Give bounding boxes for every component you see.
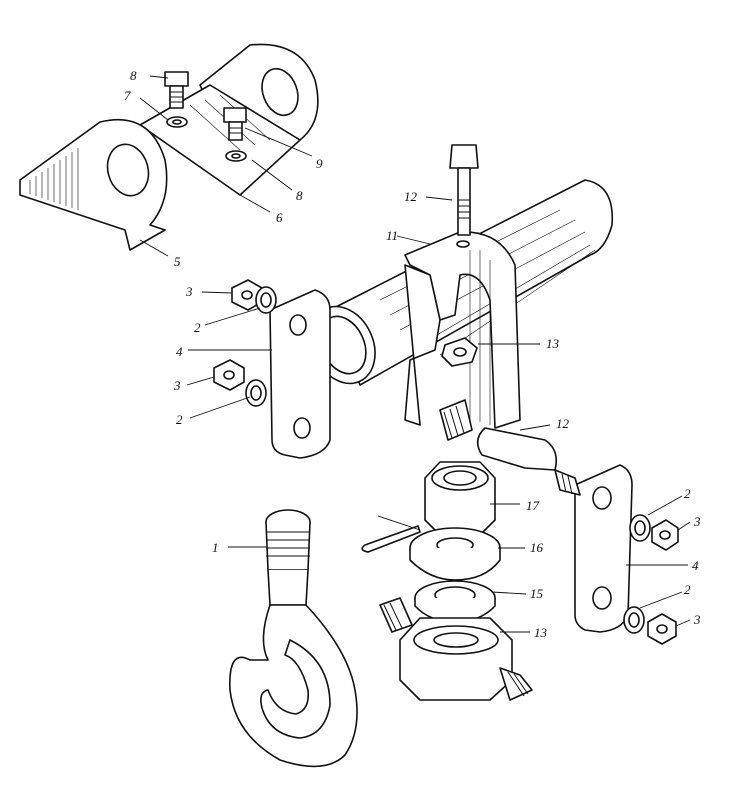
nut-washer-set-1	[231, 279, 277, 314]
side-plate-right	[574, 464, 633, 633]
callout-12: 12	[556, 416, 570, 431]
tube-clamp	[404, 231, 521, 429]
callout-3b: 3	[173, 378, 181, 393]
callout-6: 6	[276, 210, 283, 225]
callout-8a: 8	[130, 68, 137, 83]
bearing-ring	[414, 580, 496, 623]
tow-hook	[229, 509, 358, 768]
nut-washer-set-3	[629, 514, 679, 551]
nut-washer-set-4	[623, 606, 677, 645]
clamp-bolt	[449, 144, 479, 236]
callout-14: 15	[530, 586, 544, 601]
callout-1: 1	[212, 540, 219, 555]
bracket-bolt-left	[164, 71, 189, 128]
side-plate-left	[269, 289, 331, 459]
callout-2c: 2	[684, 486, 691, 501]
callout-9: 11	[386, 228, 398, 243]
callout-5: 5	[174, 254, 181, 269]
axle-pin	[476, 427, 581, 496]
callout-11: 13	[546, 336, 560, 351]
hook-nut	[424, 461, 496, 536]
callout-2a: 2	[194, 320, 201, 335]
callout-2b: 2	[176, 412, 183, 427]
callout-3d: 3	[693, 612, 701, 627]
clamp-nut	[441, 337, 478, 367]
callout-13: 13	[534, 625, 548, 640]
callout-8b: 9	[316, 156, 323, 171]
callout-2d: 2	[684, 582, 691, 597]
nut-washer-set-2	[213, 359, 267, 407]
callout-7a: 7	[124, 88, 131, 103]
callout-10: 12	[404, 189, 418, 204]
callout-4b: 4	[692, 558, 699, 573]
callout-labels: 8 7 9 8 6 5 12 11 13 3 2 4 3 2 12 17 16 …	[124, 68, 701, 640]
leader-lines	[139, 75, 691, 633]
callout-16: 17	[526, 498, 540, 513]
callout-7b: 8	[296, 188, 303, 203]
cotter-pin	[361, 525, 421, 553]
callout-4a: 4	[176, 344, 183, 359]
stud-left	[439, 399, 473, 441]
thrust-washer	[409, 527, 501, 581]
hook-housing	[379, 597, 533, 701]
callout-3a: 3	[185, 284, 193, 299]
callout-15: 16	[530, 540, 544, 555]
callout-3c: 3	[693, 514, 701, 529]
bracket-bolt-right	[223, 107, 247, 162]
